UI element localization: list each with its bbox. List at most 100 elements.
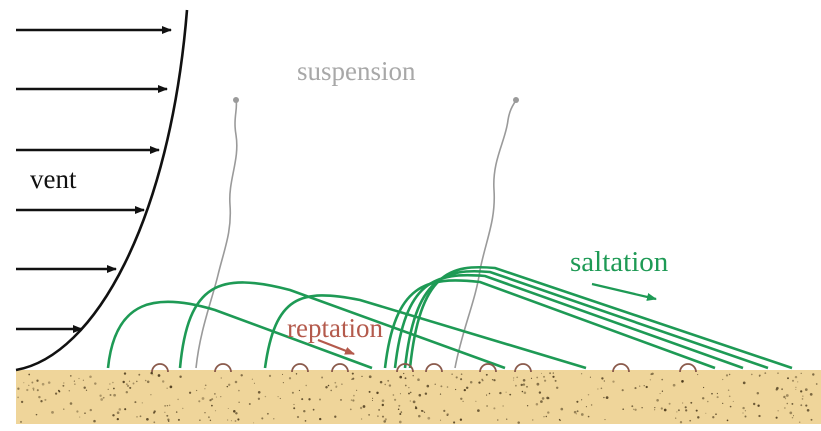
sand-speckle (117, 411, 120, 414)
sand-speckle (486, 395, 487, 396)
sand-speckle (152, 374, 153, 375)
sand-speckle (112, 414, 114, 416)
sand-speckle (335, 385, 337, 387)
sand-speckle (32, 387, 34, 389)
wind-label: vent (30, 166, 77, 193)
sand-speckle (334, 382, 336, 384)
sand-speckle (205, 384, 207, 386)
sand-speckle (542, 397, 545, 400)
saltation-trajectories (108, 267, 792, 368)
sand-speckle (280, 398, 281, 399)
sand-speckle (28, 385, 29, 386)
sand-speckle (489, 393, 491, 395)
sand-speckle (795, 376, 797, 378)
sand-speckle (211, 405, 213, 407)
sand-speckle (499, 392, 501, 394)
sand-speckle (805, 405, 807, 407)
sand-speckle (492, 379, 493, 380)
sand-speckle (299, 390, 300, 391)
sand-speckle (70, 375, 72, 377)
sand-speckle (204, 412, 205, 413)
sand-speckle (129, 387, 131, 389)
sand-speckle (78, 378, 79, 379)
sand-speckle (810, 393, 813, 396)
sand-speckle (408, 393, 410, 395)
sand-speckle (800, 404, 802, 406)
sand-speckle (199, 419, 201, 421)
sand-speckle (717, 396, 719, 398)
sand-speckle (506, 419, 507, 420)
sand-speckle (167, 388, 168, 389)
saltation-label: saltation (570, 248, 668, 277)
sand-speckle (729, 374, 730, 375)
sand-speckle (685, 406, 687, 408)
saltation-path (395, 275, 743, 368)
sand-speckle (727, 420, 729, 422)
sand-speckle (453, 421, 455, 423)
sand-speckle (539, 391, 541, 393)
sand-speckle (644, 385, 645, 386)
sand-speckle (267, 413, 269, 415)
sand-speckle (237, 418, 239, 420)
sand-speckle (319, 398, 321, 400)
sand-speckle (690, 402, 692, 404)
sand-speckle (385, 384, 386, 385)
sand-speckle (113, 388, 115, 390)
sand-speckle (26, 389, 28, 391)
sand-speckle (461, 373, 463, 375)
sand-speckle (696, 410, 698, 412)
sand-speckle (17, 388, 19, 390)
sand-speckle (196, 390, 197, 391)
sand-speckle (413, 401, 416, 404)
sand-speckle (325, 386, 327, 388)
sand-speckle (440, 393, 441, 394)
sand-speckle (385, 418, 387, 420)
sand-speckle (681, 380, 684, 383)
sand-speckle (422, 410, 424, 412)
sand-speckle (110, 394, 112, 396)
sand-speckle (140, 415, 142, 417)
sand-speckle (524, 392, 527, 395)
sand-speckle (662, 391, 663, 392)
sand-speckle (730, 406, 732, 408)
sand-speckle (783, 396, 785, 398)
sand-speckle (93, 420, 96, 423)
sand-speckle (526, 386, 528, 388)
sand-speckle (21, 401, 23, 403)
sand-speckle (235, 381, 238, 384)
sand-speckle (418, 415, 421, 418)
sand-speckle (178, 419, 180, 421)
sand-speckle (419, 394, 422, 397)
sand-speckle (717, 393, 718, 394)
sand-speckle (802, 398, 804, 400)
sand-speckle (751, 374, 753, 376)
sand-speckle (785, 398, 786, 399)
sand-speckle (394, 399, 396, 401)
sand-speckle (119, 408, 122, 411)
sand-speckle (532, 419, 533, 420)
sand-speckle (150, 394, 151, 395)
sand-speckle (62, 385, 64, 387)
sand-speckle (63, 382, 64, 383)
sand-speckle (109, 383, 110, 384)
sand-speckle (460, 398, 462, 400)
sand-speckle (576, 401, 578, 403)
sand-speckle (378, 409, 380, 411)
sand-speckle (79, 417, 80, 418)
sand-speckle (486, 374, 488, 376)
sand-speckle (787, 377, 789, 379)
sand-speckle (466, 387, 468, 389)
sand-speckle (707, 401, 709, 403)
sand-speckle (654, 409, 655, 410)
sand-speckle (399, 421, 402, 424)
sand-speckle (103, 397, 105, 399)
sand-speckle (380, 381, 383, 384)
sand-speckle (305, 385, 306, 386)
sand-speckle (462, 401, 463, 402)
sand-speckle (460, 378, 462, 380)
sand-speckle (383, 420, 386, 423)
sand-speckle (536, 377, 538, 379)
sand-speckle (425, 392, 427, 394)
sand-speckle (252, 379, 253, 380)
